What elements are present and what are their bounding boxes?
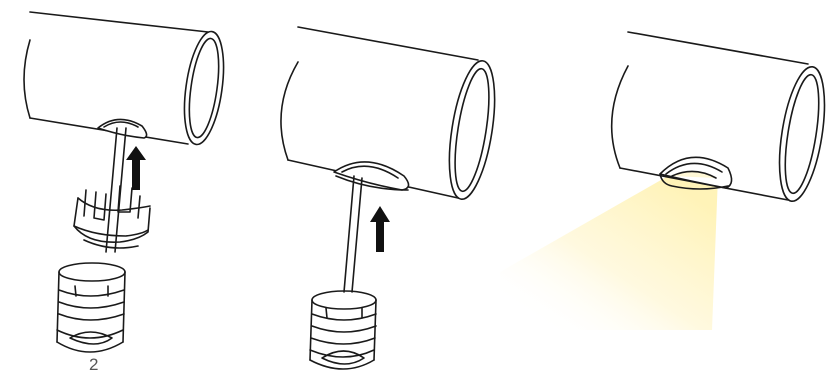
panel-3-light-installed [610, 31, 826, 203]
step-number: 2 [89, 355, 99, 374]
rod-2 [343, 175, 363, 293]
up-arrow-1 [126, 146, 146, 190]
light-beam [500, 176, 718, 330]
panel-1-insert-clip [23, 11, 225, 353]
up-arrow-2 [370, 206, 390, 252]
pipe-1 [23, 11, 225, 146]
pipe-3 [610, 31, 826, 203]
pipe-2 [280, 26, 496, 201]
panel-2-clip-seated [280, 26, 496, 370]
clip-1 [73, 185, 151, 249]
plug-2 [309, 290, 377, 370]
installed-light-fixture [659, 156, 733, 190]
plug-1 [56, 262, 126, 353]
rod-1 [105, 127, 127, 253]
